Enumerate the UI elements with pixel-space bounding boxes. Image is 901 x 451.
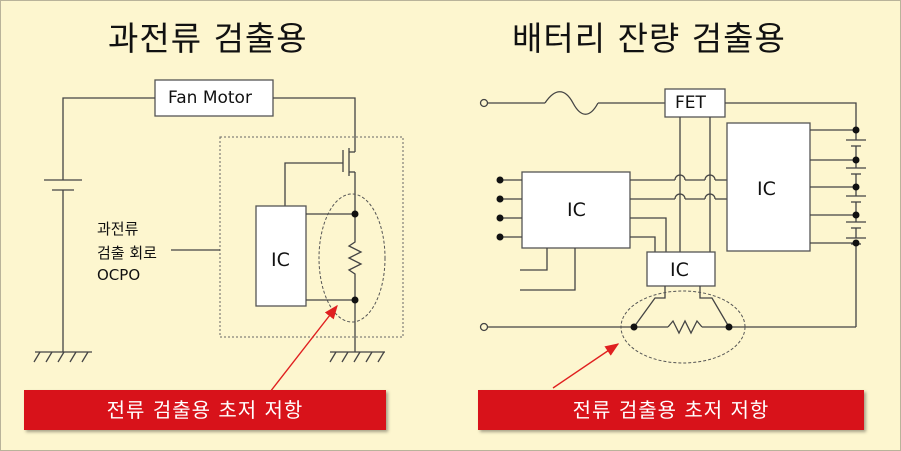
left-node-bottom	[351, 296, 359, 304]
left-title: 과전류 검출용	[108, 19, 308, 58]
left-pointer-arrow	[269, 304, 338, 393]
fan-motor-label: Fan Motor	[168, 88, 252, 108]
right-resistor-highlight	[620, 290, 746, 364]
right-ic-left-label: IC	[567, 199, 586, 221]
right-ic-left-box	[521, 171, 631, 249]
fet-label: FET	[675, 93, 706, 113]
ocp-enclosure	[219, 136, 404, 338]
fet-box	[664, 88, 726, 118]
ocp-label-line3: OCPO	[97, 266, 141, 284]
left-ic-box	[255, 205, 307, 307]
fuse-symbol	[544, 91, 599, 115]
right-shunt-resistor	[667, 319, 703, 335]
left-ic-label: IC	[271, 249, 290, 271]
ocp-label-line2: 검출 회로	[97, 244, 157, 262]
fan-motor-box	[154, 79, 274, 117]
left-node-top	[351, 210, 359, 218]
left-circuit	[33, 79, 404, 363]
right-banner: 전류 검출용 초저 저항	[478, 390, 864, 430]
right-circuit	[479, 88, 866, 364]
right-ic-bottom-label: IC	[670, 259, 689, 281]
gate-drive-wire	[284, 162, 343, 206]
left-shunt-resistor	[347, 236, 363, 352]
left-banner: 전류 검출용 초저 저항	[24, 390, 386, 430]
fan-motor-left-wire	[62, 97, 155, 180]
right-pointer-arrow	[552, 343, 620, 389]
right-title: 배터리 잔량 검출용	[512, 19, 786, 58]
right-ic-right-box	[726, 122, 811, 252]
right-circuit-nodes	[496, 126, 860, 331]
right-ic-right-label: IC	[757, 178, 776, 200]
fan-motor-right-wire	[273, 97, 356, 148]
left-resistor-highlight	[318, 193, 386, 323]
ocp-label-line1: 과전류	[97, 220, 139, 238]
right-ic-bottom-box	[646, 251, 716, 287]
